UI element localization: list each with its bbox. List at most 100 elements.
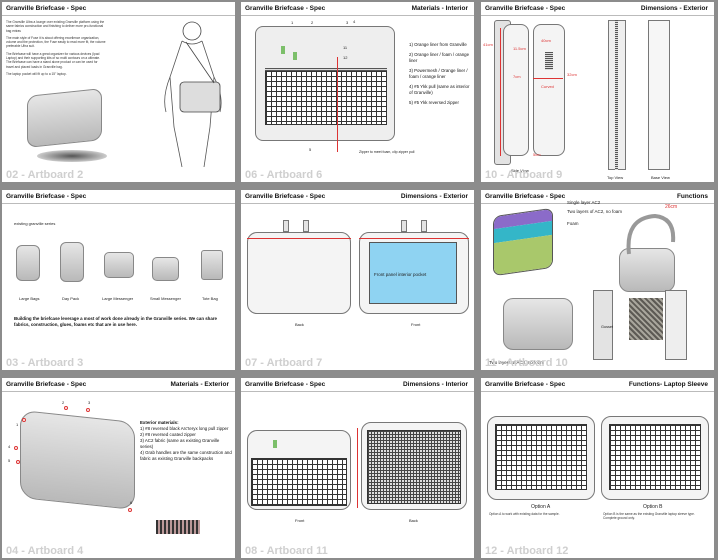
note: Two layers of AC2, no foam (567, 209, 623, 214)
option-label: Option B (643, 504, 663, 510)
color-coded-bag (493, 207, 553, 277)
paragraph: The main style of Fuse it is about offer… (6, 35, 106, 49)
product-large-messenger (104, 252, 134, 278)
callout-dot (128, 508, 132, 512)
board-title: Granville Briefcase - Spec (6, 5, 87, 12)
bag-shadow (37, 150, 107, 162)
handle-loop (626, 213, 676, 255)
bag-with-handle (619, 248, 675, 292)
view-label: Top View (607, 175, 624, 180)
note: Foam (567, 221, 579, 226)
note: Two layers of AC2, no foam (489, 360, 545, 365)
board-footer: 04 - Artboard 4 (6, 545, 84, 557)
board-footer: 12 - Artboard 12 (485, 545, 569, 557)
intro-text: The Granville Ultra a lounge over existi… (6, 20, 106, 76)
body-text: Building the briefcase leverage a most o… (14, 316, 217, 327)
option-label: Option A (531, 504, 551, 510)
dimension-label: 26cm (665, 204, 678, 210)
list-heading: Exterior materials: (140, 420, 179, 425)
list-item: 2) #8 reversed coated zipper (140, 432, 196, 437)
artboard-6[interactable]: Granville Briefcase - Spec Materials - I… (241, 2, 474, 182)
list-item: 2) Orange liner / foam / orange liner (409, 52, 470, 63)
dimension-label: Curved (541, 84, 554, 89)
board-title: Granville Briefcase - Spec (485, 193, 566, 200)
section-title: Materials - Interior (411, 5, 468, 12)
board-footer: 08 - Artboard 11 (245, 545, 328, 557)
base-view (648, 20, 670, 170)
list-item: 4) #5 Ykk pull (same as interior of Gran… (409, 84, 470, 95)
callout-dot (86, 408, 90, 412)
section-title: Dimensions - Interior (402, 381, 468, 388)
board-footer: 10 - Artboard 9 (485, 169, 563, 181)
dimension-line (533, 78, 563, 79)
paragraph: The Briefcase will have a great organize… (6, 51, 101, 69)
layer-green (494, 234, 552, 277)
view-label: Front (295, 518, 305, 523)
dimension-label: 32cm (567, 72, 577, 77)
callout: 3 (88, 400, 91, 405)
product-label: Large Messenger (102, 296, 134, 301)
divider (481, 391, 714, 392)
dimension-line (357, 428, 358, 508)
board-title: Granville Briefcase - Spec (485, 381, 566, 388)
product-label: Small Messenger (150, 296, 181, 301)
artboard-11[interactable]: Granville Briefcase - Spec Dimensions - … (241, 378, 474, 558)
artboard-12[interactable]: Granville Briefcase - Spec Functions- La… (481, 378, 714, 558)
paragraph: The laptop pocket will fit up to a 15" l… (6, 71, 67, 76)
dimension-line (247, 238, 351, 239)
callout: 11 (343, 45, 348, 50)
mesh-pocket (265, 70, 387, 125)
section-title: Dimensions - Exterior (400, 193, 468, 200)
side-view-curved (533, 24, 565, 156)
artboard-3[interactable]: Granville Briefcase - Spec existing gran… (2, 190, 235, 370)
divider (2, 203, 235, 204)
board-title: Granville Briefcase - Spec (6, 193, 87, 200)
front-pocket (369, 242, 457, 304)
artboard-2[interactable]: Granville Briefcase - Spec The Granville… (2, 2, 235, 182)
divider (481, 203, 714, 204)
zipper-note: Zipper to meet foam, clip zipper pull (359, 150, 415, 154)
dimension-label: 40cm (541, 38, 551, 43)
fabric-photo (629, 298, 663, 340)
handle (303, 220, 309, 232)
section-title: Dimensions - Exterior (640, 5, 708, 12)
section-title: Functions- Laptop Sleeve (628, 381, 708, 388)
zipper-photo (156, 520, 200, 534)
artboard-7[interactable]: Granville Briefcase - Spec Dimensions - … (241, 190, 474, 370)
view-label: Front (411, 322, 421, 327)
divider (481, 15, 714, 16)
back-mesh (367, 430, 461, 504)
zipper-line (265, 68, 387, 71)
divider (241, 15, 474, 16)
paragraph: The Granville Ultra a lounge over existi… (6, 20, 105, 33)
board-footer: 07 - Artboard 7 (245, 357, 323, 369)
board-title: Granville Briefcase - Spec (485, 5, 566, 12)
briefcase-exterior (20, 409, 135, 511)
materials-list: 1) Orange liner from Granville 2) Orange… (409, 42, 471, 106)
callout: 5 (309, 147, 312, 152)
callout: 5 (8, 458, 11, 463)
arrow-marker (273, 440, 277, 448)
artboard-4[interactable]: Granville Briefcase - Spec Materials - E… (2, 378, 235, 558)
dimension-label: 41cm (483, 42, 493, 47)
option-caption: Option B is the same as the existing Gra… (603, 512, 695, 521)
list-item: 1) Orange liner from Granville (409, 42, 467, 47)
artboard-9[interactable]: Granville Briefcase - Spec Dimensions - … (481, 2, 714, 182)
arrow-marker (293, 52, 297, 60)
base-strip (665, 290, 687, 360)
dimension-label: 5cm (533, 152, 541, 157)
bag-front-render (503, 298, 573, 350)
callout: 2 (311, 20, 314, 25)
callout: 1 (291, 20, 294, 25)
view-label: Base View (651, 175, 670, 180)
top-zipper (615, 20, 618, 170)
dimension-label: 7cm (513, 74, 521, 79)
board-title: Granville Briefcase - Spec (245, 5, 326, 12)
artboard-10[interactable]: Granville Briefcase - Spec Functions Sin… (481, 190, 714, 370)
person-sketch (164, 21, 222, 167)
dimension-label: 11.5cm (513, 46, 526, 51)
callout: 6 (130, 500, 133, 505)
callout-dot (14, 446, 18, 450)
side-strip (593, 290, 613, 360)
